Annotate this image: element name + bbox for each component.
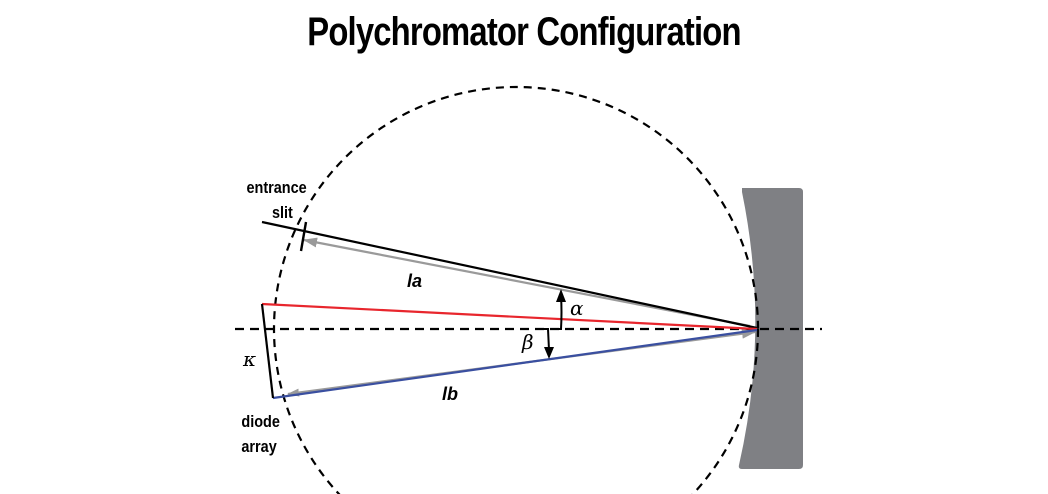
diffracted-ray: [272, 328, 758, 400]
entrance-slit-label-line1: entrance: [247, 179, 307, 197]
alpha-label: α: [570, 296, 584, 320]
alpha-arrowhead-icon: [556, 289, 566, 302]
beta-angle-arrow: [540, 328, 550, 351]
diagram-title: Polychromator Configuration: [307, 10, 741, 54]
lb-label: lb: [442, 384, 458, 404]
central-ray: [261, 302, 758, 331]
entrance-slit: [299, 221, 308, 252]
concave-grating: [738, 188, 803, 469]
diode-array-label-line2: array: [241, 438, 277, 456]
beta-arrowhead-icon: [544, 347, 554, 359]
entrance-slit-label-line2: slit: [272, 204, 294, 222]
kappa-label: κ: [242, 347, 256, 371]
la-label: la: [407, 271, 422, 291]
beta-label: β: [521, 330, 534, 354]
rowland-circle: [272, 85, 760, 494]
diode-array-label-line1: diode: [241, 413, 280, 431]
incident-ray: [261, 220, 758, 330]
diode-array: [260, 303, 275, 399]
